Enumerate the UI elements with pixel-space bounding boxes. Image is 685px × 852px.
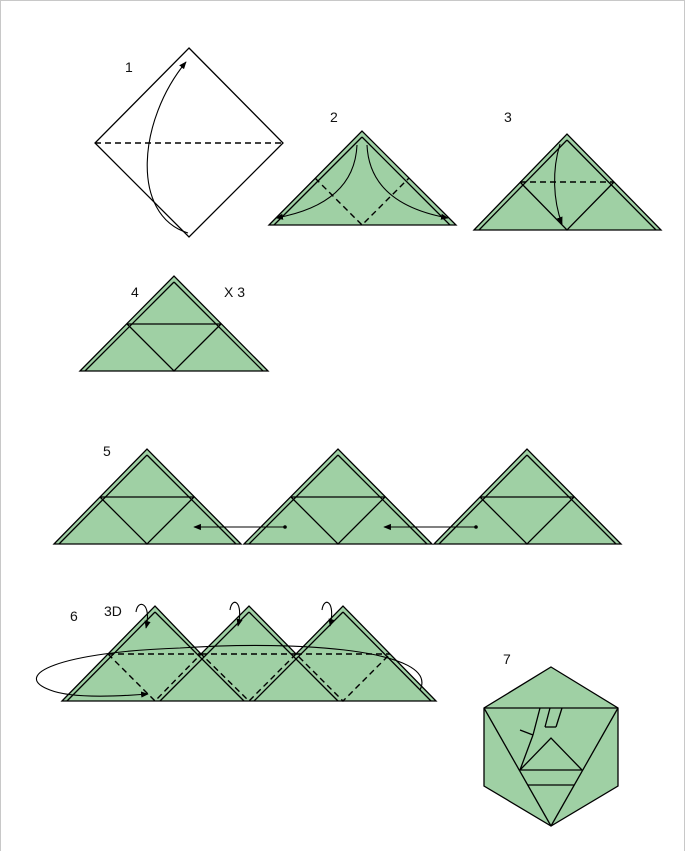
step-2-fold-lines — [314, 177, 410, 226]
step-5: 5 — [52, 443, 623, 545]
step-4-repeat-note: X 3 — [224, 284, 245, 300]
step-6-label: 6 — [70, 608, 78, 624]
step-4: 4 X 3 — [78, 275, 270, 372]
step-2-left-arrow — [275, 144, 358, 220]
step-1: 1 — [94, 47, 284, 238]
step-3: 3 — [472, 109, 663, 231]
step-3-fold-arrow — [554, 143, 563, 225]
step-7-label: 7 — [503, 651, 511, 667]
step-5-unit-3 — [432, 448, 623, 545]
step-1-fold-arrow — [146, 61, 189, 234]
step-1-label: 1 — [125, 59, 133, 75]
step-5-label: 5 — [103, 443, 111, 459]
step-6-strip — [60, 605, 438, 702]
step-6: 6 3D — [36, 601, 438, 702]
step-2: 2 — [267, 109, 458, 226]
step-6-fold-arrow-3 — [321, 601, 335, 627]
step-6-fold-arrow-2 — [229, 601, 243, 627]
step-2-triangle — [267, 130, 458, 226]
step-5-unit-2 — [242, 448, 434, 545]
step-3-triangle — [472, 133, 663, 231]
step-6-3d-note: 3D — [104, 603, 122, 619]
step-7-hexagon — [483, 666, 619, 827]
step-7: 7 — [483, 651, 619, 827]
step-4-label: 4 — [131, 284, 139, 300]
step-5-unit-1 — [52, 448, 243, 545]
step-6-fold-arrow-1 — [135, 603, 151, 629]
step-6-fold-lines — [107, 653, 391, 702]
step-6-wrap-arrow — [36, 644, 423, 698]
step-2-right-arrow — [366, 144, 449, 220]
step-3-label: 3 — [504, 109, 512, 125]
step-2-label: 2 — [330, 109, 338, 125]
